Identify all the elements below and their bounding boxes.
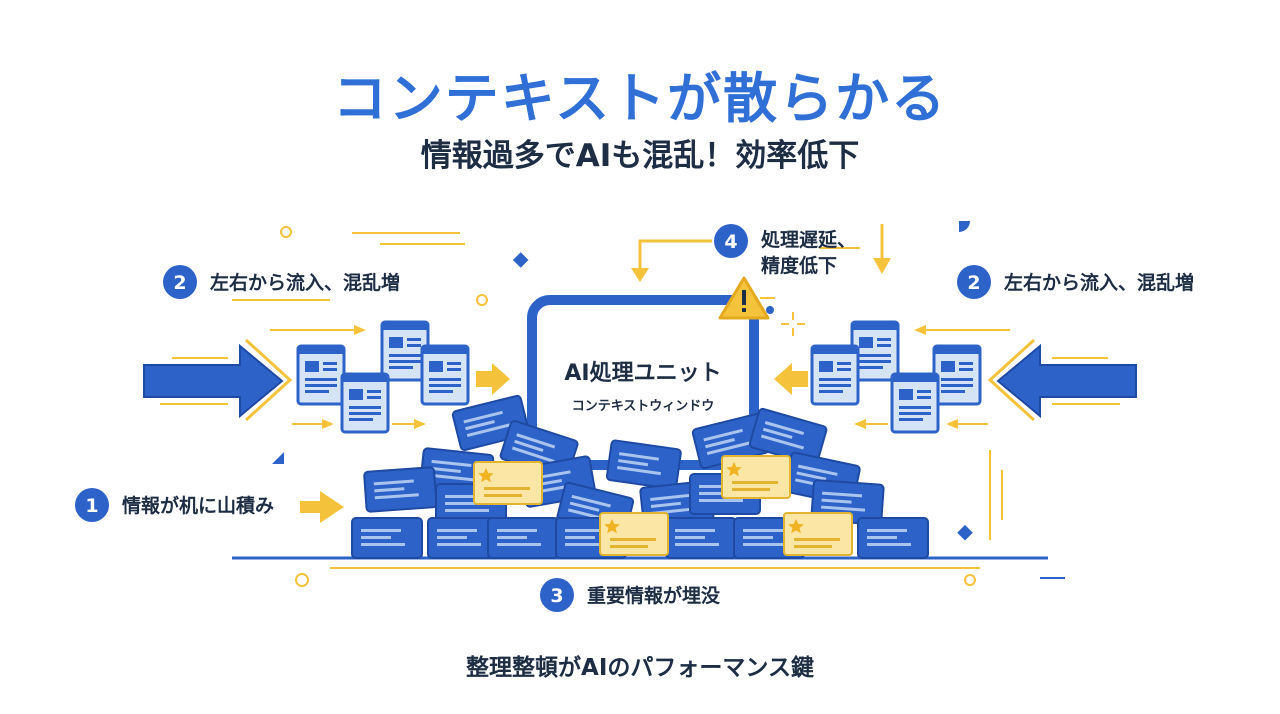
ai-processing-unit: AI処理ユニット コンテキストウィンドウ xyxy=(527,295,759,470)
documents-left xyxy=(296,320,470,434)
step-1: 1 情報が机に山積み xyxy=(75,488,274,522)
document-icon xyxy=(890,372,940,434)
documents-right xyxy=(810,320,982,434)
document-icon xyxy=(296,344,346,406)
document-icon xyxy=(810,344,860,406)
step-number: 1 xyxy=(85,495,98,517)
step-number: 3 xyxy=(550,585,563,607)
card xyxy=(605,439,683,491)
important-card xyxy=(721,455,791,499)
card xyxy=(857,517,929,559)
step-label-line2: 精度低下 xyxy=(761,254,837,277)
page-subtitle: 情報過多でAIも混乱！効率低下 xyxy=(420,138,860,174)
step-2-right: 2 左右から流入、混乱増 xyxy=(957,265,1194,299)
step-number: 2 xyxy=(173,272,186,294)
important-card xyxy=(783,512,853,556)
unit-subtitle: コンテキストウィンドウ xyxy=(572,399,715,414)
important-card xyxy=(599,512,669,556)
step-4: 4 処理遅延、 精度低下 xyxy=(714,224,856,277)
document-icon xyxy=(340,372,390,434)
step-label: 重要情報が埋没 xyxy=(587,584,721,607)
decorations xyxy=(232,221,1065,587)
flow-arrows xyxy=(270,224,1010,523)
document-icon xyxy=(932,344,982,406)
step-3: 3 重要情報が埋没 xyxy=(540,578,721,612)
arrow-right-icon xyxy=(143,338,293,422)
unit-title: AI処理ユニット xyxy=(564,360,721,386)
step-label: 左右から流入、混乱増 xyxy=(210,271,400,294)
step-number: 2 xyxy=(967,272,980,294)
arrow-left-icon xyxy=(987,338,1137,422)
step-number: 4 xyxy=(724,231,737,253)
step-2-left: 2 左右から流入、混乱増 xyxy=(163,265,400,299)
card xyxy=(363,466,438,513)
step-label: 左右から流入、混乱増 xyxy=(1004,271,1194,294)
card xyxy=(351,517,423,559)
document-icon xyxy=(420,344,470,406)
step-label: 情報が机に山積み xyxy=(122,494,274,517)
card xyxy=(487,517,559,559)
warning-icon xyxy=(718,276,770,320)
footer-message: 整理整頓がAIのパフォーマンス鍵 xyxy=(466,655,814,681)
important-card xyxy=(473,461,543,505)
step-label-line1: 処理遅延、 xyxy=(761,228,856,251)
page-title: コンテキストが散らかる xyxy=(332,67,948,130)
card xyxy=(665,517,737,559)
